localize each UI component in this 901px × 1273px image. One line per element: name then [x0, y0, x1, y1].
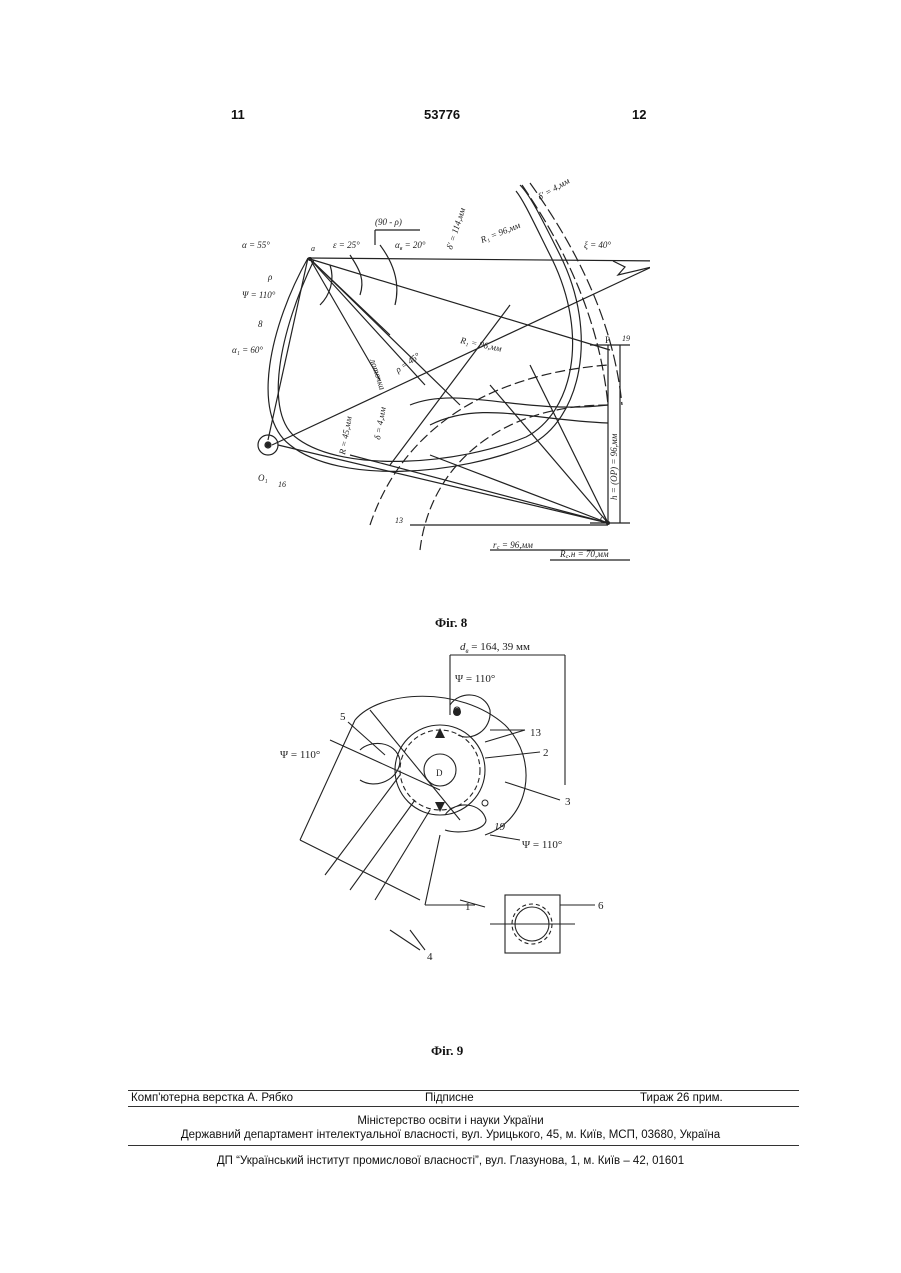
page-number-right: 12	[632, 107, 646, 122]
label-16: 16	[278, 480, 286, 489]
label-alpha: α = 55°	[242, 240, 270, 250]
footer-rule-bottom	[128, 1145, 799, 1146]
label-a: a	[311, 244, 315, 253]
label-psi-left: Ψ = 110°	[280, 749, 320, 761]
label-6: 6	[598, 900, 604, 912]
label-delta4: δ = 4,мм	[372, 406, 388, 440]
label-19: 19	[622, 334, 630, 343]
label-delta-prime-114: δ' = 114,мм	[444, 206, 467, 250]
label-4: 4	[427, 951, 433, 963]
label-psi-bottom: Ψ = 110°	[522, 839, 562, 851]
label-2: 2	[543, 747, 549, 759]
label-R1-top: R₁ = 96,мм	[478, 220, 522, 245]
label-rc: r꜀ = 96,мм	[493, 540, 533, 550]
label-d: dв = 164, 39 мм	[460, 641, 530, 655]
label-8: 8	[258, 319, 263, 329]
label-epsilon: ε = 25°	[333, 240, 360, 250]
label-h-op: h = (OP) = 96,мм	[609, 433, 619, 500]
figure-8-drawing: α = 55° a ε = 25° (90 - ρ) αв = 20° δ' =…	[230, 155, 650, 575]
figure-9-caption: Фіг. 9	[431, 1043, 463, 1059]
page-number-left: 11	[231, 107, 245, 122]
footer-institute: ДП “Український інститут промислової вла…	[0, 1155, 901, 1167]
label-alpha1: α₁ = 60°	[232, 345, 263, 355]
patent-number: 53776	[424, 107, 460, 122]
label-Rcn: R꜀.н = 70,мм	[559, 549, 609, 559]
footer-ministry: Міністерство освіти і науки України	[0, 1115, 901, 1127]
figure-9-drawing: dв = 164, 39 мм Ψ = 110° Ψ = 110° Ψ = 11…	[260, 630, 620, 970]
label-5: 5	[340, 711, 346, 723]
figure-8-caption: Фіг. 8	[435, 615, 467, 631]
label-ninety-rho: (90 - ρ)	[375, 217, 402, 227]
label-13: 13	[530, 727, 542, 739]
label-psi-top: Ψ = 110°	[455, 673, 495, 685]
label-19: 19	[494, 821, 506, 833]
label-O: O	[600, 515, 607, 525]
label-psi: Ψ = 110°	[242, 290, 276, 300]
label-D: D	[436, 768, 443, 778]
footer-rule-middle	[128, 1106, 799, 1107]
label-xi: ξ = 40°	[584, 240, 611, 250]
label-3: 3	[565, 796, 571, 808]
label-R1-mid: R₁ = 96,мм	[459, 335, 503, 354]
label-delta-prime-4: δ' = 4,мм	[536, 175, 571, 201]
label-13: 13	[395, 516, 403, 525]
label-lotochka: лоточка	[368, 357, 388, 392]
footer-rule-top	[128, 1090, 799, 1091]
label-P: P	[605, 335, 610, 345]
footer-layout: Комп'ютерна верстка А. Рябко	[131, 1092, 293, 1104]
label-O1: O₁	[258, 473, 268, 483]
label-1: 1	[465, 901, 471, 913]
footer-circulation: Тираж 26 прим.	[640, 1092, 723, 1104]
footer-department: Державний департамент інтелектуальної вл…	[0, 1129, 901, 1141]
label-R45: R = 45,мм	[337, 415, 354, 456]
label-rho: ρ	[267, 272, 273, 282]
footer-signed: Підписне	[425, 1092, 474, 1104]
label-alpha-b: αв = 20°	[395, 240, 426, 252]
